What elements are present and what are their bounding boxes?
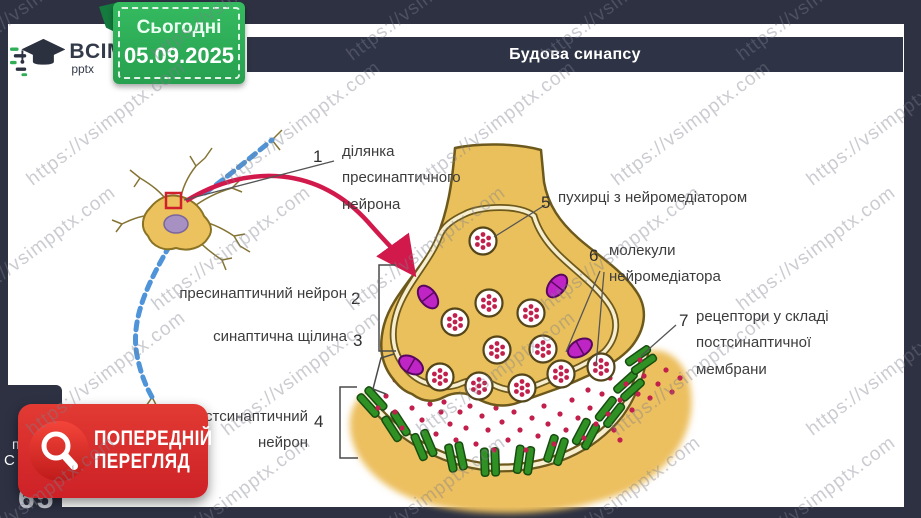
- receptor: [594, 395, 626, 429]
- magnifier-icon: [29, 421, 89, 481]
- label-3-text: синаптична щілина: [213, 328, 347, 345]
- label-5-number: 5: [541, 193, 551, 212]
- preview-line-1: ПОПЕРЕДНІЙ: [94, 427, 213, 451]
- channel: [545, 273, 569, 299]
- logo-brand-text: BCIM: [69, 40, 125, 63]
- channel: [416, 284, 440, 310]
- partial-text-2: С: [4, 452, 15, 469]
- zoom-region-square: [164, 191, 183, 210]
- label-7-text: рецептори у складі постсинаптичної мембр…: [696, 308, 829, 378]
- red-arrow: [184, 173, 417, 278]
- vesicle: [468, 226, 498, 256]
- slide-title-bar: Будова синапсу: [247, 37, 903, 72]
- neuron-nucleus: [163, 214, 189, 234]
- label-4-text: постсинаптичний нейрон: [188, 408, 308, 452]
- label-brackets: [339, 264, 396, 459]
- receptor: [444, 441, 468, 473]
- preview-line-2: ПЕРЕГЛЯД: [94, 450, 191, 473]
- label-3-number: 3: [353, 331, 363, 350]
- label-1-text: ділянка пресинаптичного нейрона: [342, 143, 461, 213]
- vesicle: [507, 373, 537, 403]
- logo-sub-text: pptx: [71, 62, 95, 76]
- channel: [398, 354, 424, 376]
- synaptic-vesicles: [425, 226, 616, 403]
- date-badge-date: 05.09.2025: [123, 43, 235, 68]
- receptor: [479, 447, 501, 477]
- vesicle: [546, 359, 576, 389]
- receptor: [571, 417, 601, 451]
- date-badge-label: Сьогодні: [136, 17, 222, 38]
- receptor: [410, 428, 438, 462]
- label-4-number: 4: [314, 412, 324, 431]
- vesicle: [528, 334, 558, 364]
- receptor: [512, 444, 536, 476]
- label-6-text: молекули нейромедіатора: [609, 242, 721, 286]
- slide-title: Будова синапсу: [509, 45, 641, 63]
- receptor: [624, 345, 658, 375]
- graduation-cap-icon: [10, 38, 66, 77]
- channel: [567, 337, 593, 359]
- pointer-lines: [183, 160, 677, 367]
- vesicle: [464, 371, 494, 401]
- vesicle: [474, 288, 504, 318]
- vesicle: [586, 352, 616, 382]
- partial-text-1: п: [12, 436, 20, 452]
- receptor: [356, 386, 388, 418]
- membrane-channels: [398, 273, 593, 376]
- receptor: [381, 409, 411, 443]
- date-badge: Сьогодні 05.09.2025: [113, 2, 245, 84]
- vesicle: [482, 335, 512, 365]
- brand-logo: BCIM pptx: [10, 33, 125, 83]
- preview-badge: ПОПЕРЕДНІЙ ПЕРЕГЛЯД: [18, 404, 212, 498]
- label-6-number: 6: [589, 246, 599, 265]
- postsynaptic-neuron-body: [349, 350, 692, 514]
- label-2-text: пресинаптичний нейрон: [179, 285, 347, 302]
- vesicle: [440, 307, 470, 337]
- axon-myelin: [133, 242, 173, 400]
- label-7-number: 7: [679, 311, 689, 330]
- receptors: [356, 345, 658, 477]
- vesicle: [516, 298, 546, 328]
- label-2-number: 2: [351, 289, 361, 308]
- label-5-text: пухирці з нейромедіатором: [558, 189, 748, 206]
- vesicle: [425, 362, 455, 392]
- label-1-number: 1: [313, 147, 323, 166]
